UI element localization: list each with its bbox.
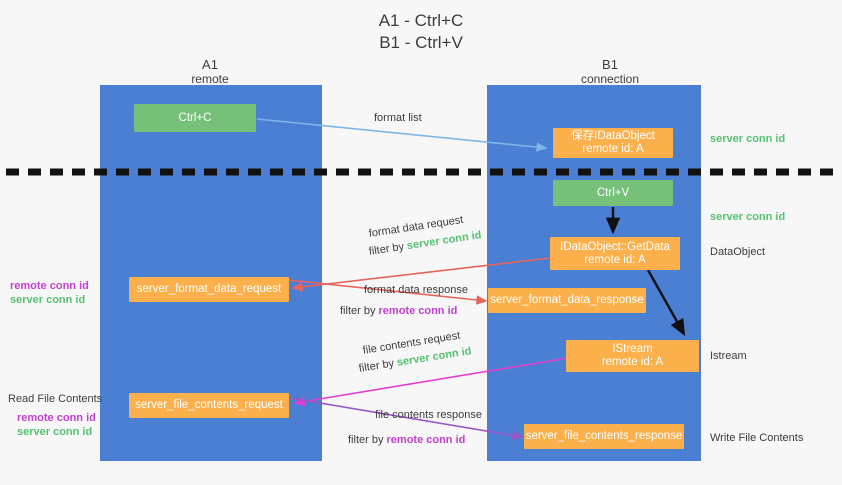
filter-label-remote-2: filter by remote conn id [348, 434, 465, 446]
box-save-idataobject[interactable]: 保存IDataObject remote id: A [553, 128, 673, 158]
box-ctrl-v[interactable]: Ctrl+V [553, 180, 673, 206]
box-save-idataobject-label: 保存IDataObject [571, 130, 655, 142]
note-remote-conn-id-1: remote conn id [10, 280, 89, 292]
box-istream[interactable]: IStream remote id: A [566, 340, 699, 372]
box-idataobject-getdata-label: IDataObject::GetData [560, 240, 670, 253]
note-remote-conn-id-2: remote conn id [17, 412, 96, 424]
box-ctrl-c[interactable]: Ctrl+C [134, 104, 256, 132]
title-line-2: B1 - Ctrl+V [379, 33, 463, 52]
box-server-file-contents-response-label: server_file_contents_response [525, 430, 683, 442]
arrow-getdata-to-istream [646, 269, 686, 337]
note-istream: Istream [710, 350, 747, 362]
filter-key-remote-1: remote conn id [378, 305, 458, 317]
box-server-file-contents-request[interactable]: server_file_contents_request [129, 393, 289, 418]
box-server-format-data-response[interactable]: server_format_data_response [488, 288, 646, 313]
box-save-idataobject-remote-id: remote id: A [582, 143, 644, 155]
note-write-file-contents: Write File Contents [710, 432, 804, 444]
column-header-b1: B1 connection [540, 57, 680, 87]
filter-prefix-2: filter by [340, 305, 379, 317]
arrow-label-file-contents-response: file contents response [375, 409, 483, 421]
arrow-file-contents-response [289, 397, 524, 441]
box-istream-remote-id: remote id: A [601, 356, 664, 368]
arrow-label-format-data-response: format data response [364, 284, 468, 296]
box-server-format-data-request[interactable]: server_format_data_request [129, 277, 289, 302]
note-read-file-contents: Read File Contents [8, 393, 103, 405]
box-server-format-data-request-label: server_format_data_request [136, 283, 282, 295]
arrow-format-data-response [287, 279, 488, 305]
column-b1-name: B1 [602, 57, 618, 72]
box-idataobject-getdata[interactable]: IDataObject::GetData remote id: A [550, 237, 680, 270]
box-ctrl-v-label: Ctrl+V [596, 186, 630, 199]
column-b1-sub: connection [580, 72, 640, 86]
box-istream-label: IStream [612, 343, 653, 355]
note-dataobject: DataObject [710, 246, 766, 258]
column-a1-name: A1 [202, 57, 218, 72]
column-header-a1: A1 remote [140, 57, 280, 87]
page-title: A1 - Ctrl+C B1 - Ctrl+V [0, 10, 842, 54]
filter-key-remote-2: remote conn id [386, 434, 466, 446]
box-server-file-contents-request-label: server_file_contents_request [135, 399, 283, 411]
note-server-conn-id-2: server conn id [710, 211, 786, 223]
arrow-label-format-list: format list [374, 112, 422, 124]
box-ctrl-c-label: Ctrl+C [178, 111, 212, 124]
title-line-1: A1 - Ctrl+C [378, 11, 464, 30]
note-server-conn-id-3: server conn id [10, 294, 86, 306]
note-server-conn-id-1: server conn id [710, 133, 786, 145]
filter-prefix-4: filter by [348, 434, 387, 446]
arrow-format-data-request [291, 257, 551, 292]
box-server-format-data-response-label: server_format_data_response [490, 294, 644, 306]
filter-label-remote-1: filter by remote conn id [340, 305, 457, 317]
note-server-conn-id-4: server conn id [17, 426, 93, 438]
arrow-file-contents-request [293, 357, 569, 407]
box-server-file-contents-response[interactable]: server_file_contents_response [524, 424, 684, 449]
arrow-format-list [256, 118, 548, 152]
column-a1-sub: remote [191, 72, 229, 86]
box-idataobject-getdata-remote-id: remote id: A [584, 253, 646, 266]
